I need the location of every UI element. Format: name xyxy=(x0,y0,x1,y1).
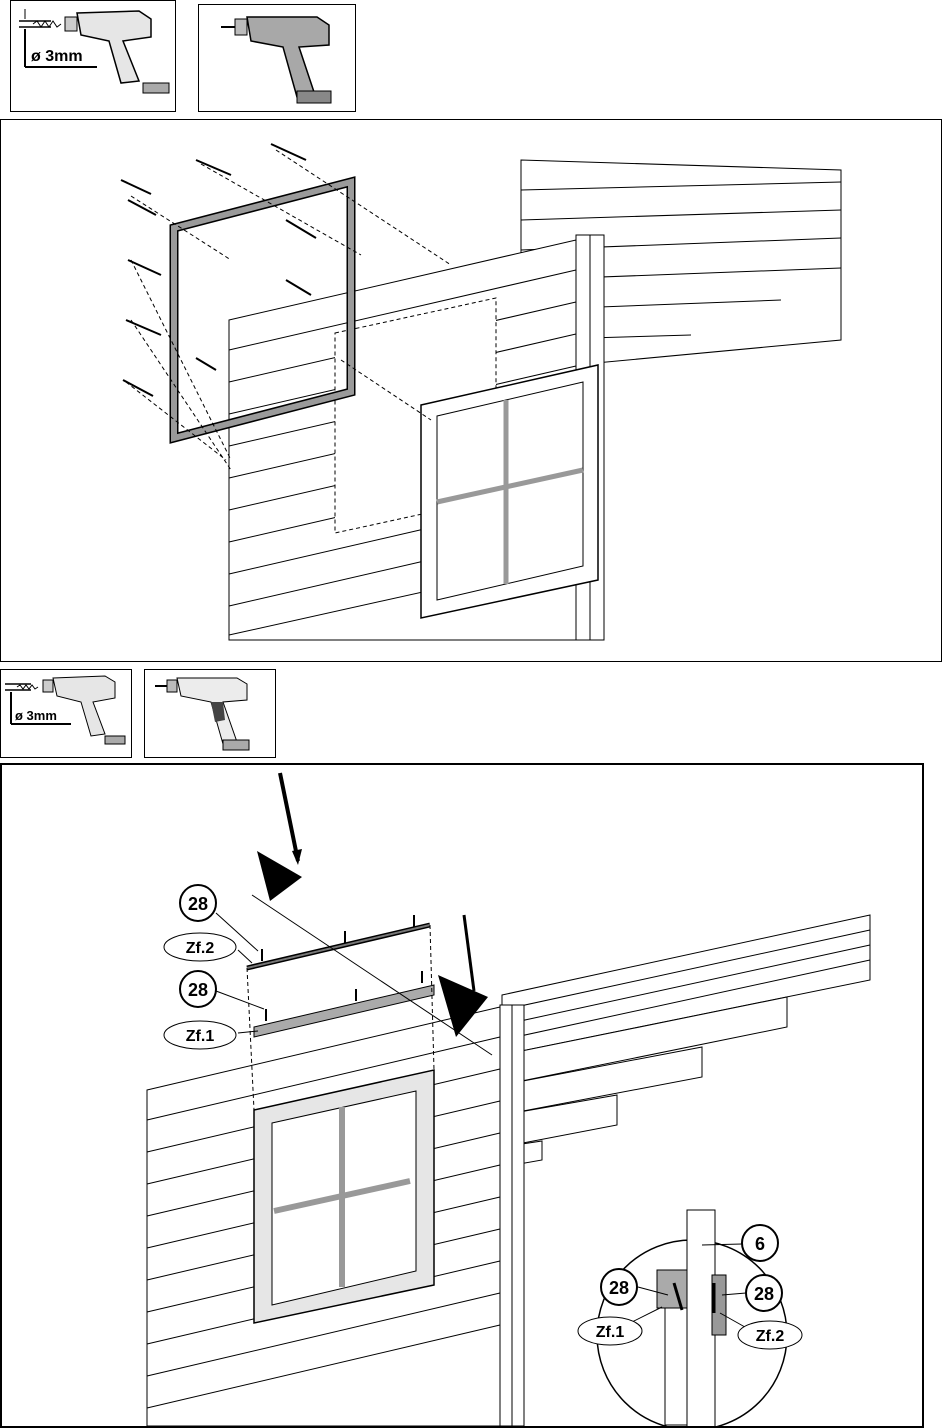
svg-text:28: 28 xyxy=(754,1284,774,1304)
drill-bit-icon: ø 3mm xyxy=(11,1,175,111)
screwdriver-drill-icon xyxy=(145,670,275,757)
callout-28-detail-right: 28 xyxy=(746,1275,782,1311)
drill-bit-label: ø 3mm xyxy=(31,48,83,65)
callout-zf1-detail: Zf.1 xyxy=(578,1317,642,1345)
svg-text:Zf.2: Zf.2 xyxy=(756,1328,785,1345)
callout-zf2-upper: Zf.2 xyxy=(164,933,236,961)
drill-bit-label-2: ø 3mm xyxy=(15,708,57,723)
svg-text:28: 28 xyxy=(188,980,208,1000)
drill-bit-icon: ø 3mm xyxy=(1,670,131,757)
callout-zf1-lower: Zf.1 xyxy=(164,1021,236,1049)
svg-text:28: 28 xyxy=(188,894,208,914)
arrow-icon xyxy=(252,773,492,1055)
screwdriver-tool-box-2 xyxy=(144,669,276,758)
svg-text:28: 28 xyxy=(609,1278,629,1298)
step2-trim-diagram: 28 Zf.2 28 Zf.1 xyxy=(0,763,924,1428)
drill-bit-tool-box-2: ø 3mm xyxy=(0,669,132,758)
window-part xyxy=(254,1070,434,1323)
step1-window-frame-diagram xyxy=(0,119,942,662)
callout-zf2-detail: Zf.2 xyxy=(738,1321,802,1349)
screwdriver-drill-icon xyxy=(199,5,355,111)
svg-text:Zf.1: Zf.1 xyxy=(186,1028,215,1045)
window-sash-part xyxy=(421,365,598,618)
callout-28-upper: 28 xyxy=(180,885,216,921)
svg-text:Zf.1: Zf.1 xyxy=(596,1324,625,1341)
svg-text:6: 6 xyxy=(755,1234,765,1254)
callout-28-detail-left: 28 xyxy=(601,1269,637,1305)
screwdriver-tool-box xyxy=(198,4,356,112)
trim-upper-zf2 xyxy=(247,925,430,968)
svg-text:Zf.2: Zf.2 xyxy=(186,940,215,957)
callout-28-lower: 28 xyxy=(180,971,216,1007)
drill-bit-tool-box: ø 3mm xyxy=(10,0,176,112)
callout-6-detail: 6 xyxy=(742,1225,778,1261)
